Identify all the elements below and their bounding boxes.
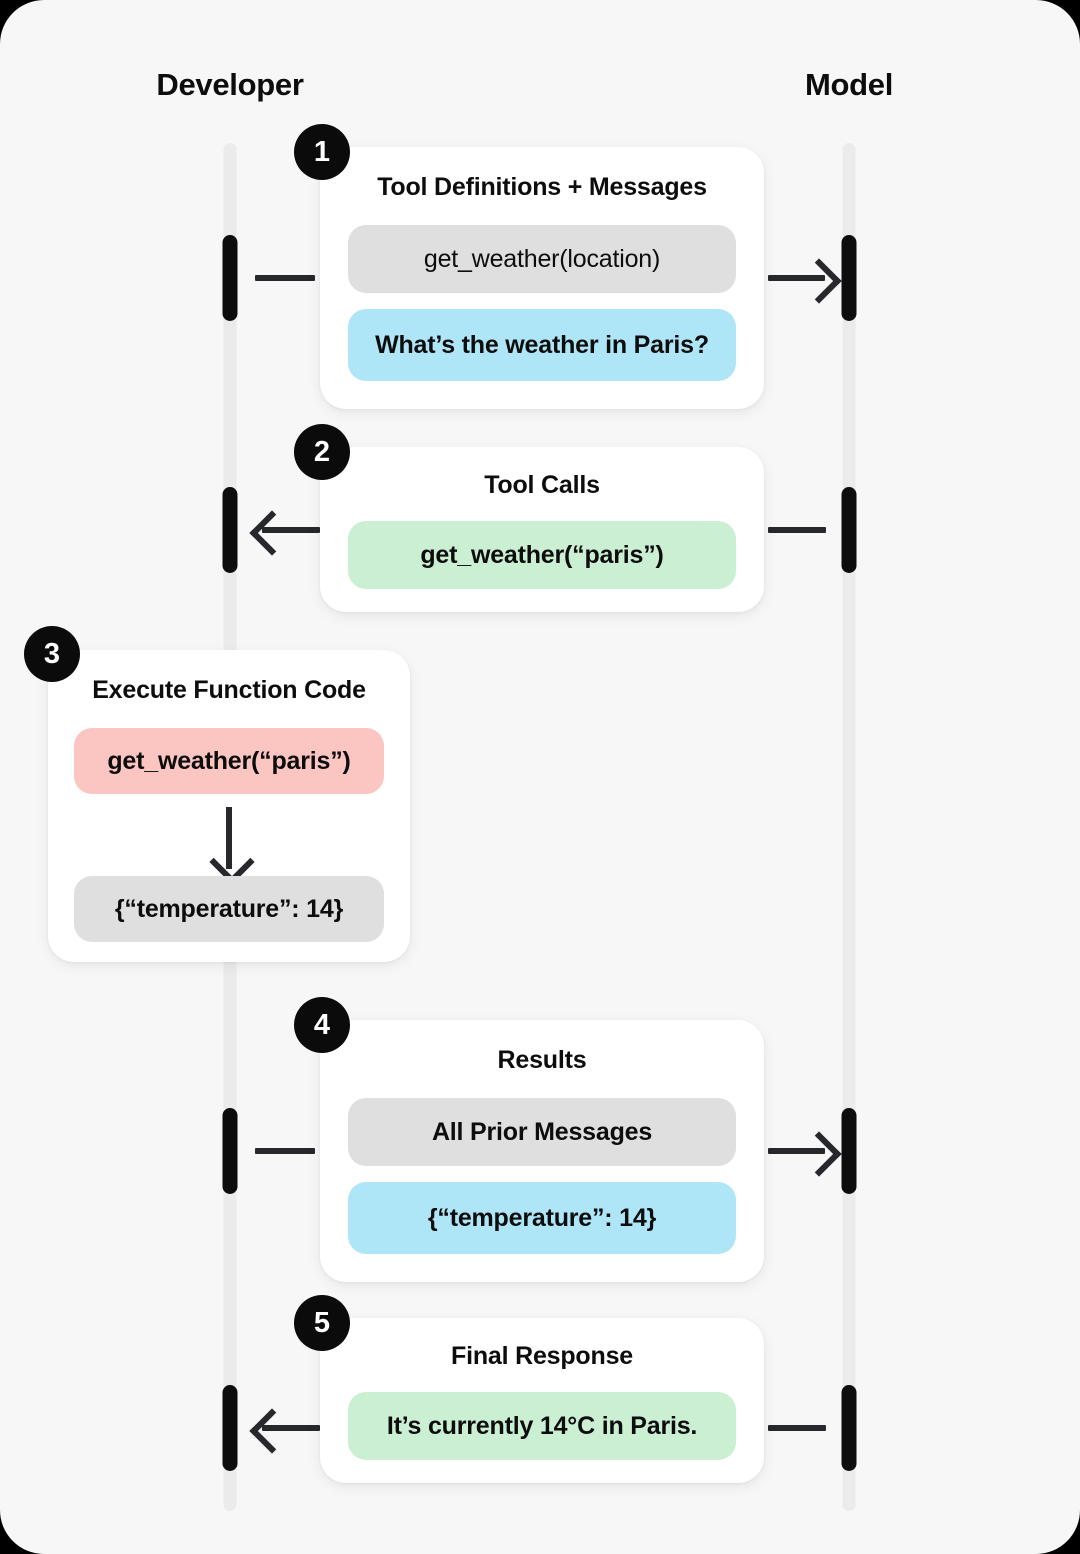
activation-developer-step-5 [222, 1385, 238, 1471]
arrow-line-step-2-right [768, 527, 826, 533]
arrow-line-step-5-right [768, 1425, 826, 1431]
activation-model-step-1 [841, 235, 857, 321]
activation-model-step-4 [841, 1108, 857, 1194]
step-3-pill-2: {“temperature”: 14} [74, 876, 384, 942]
arrow-line-step-4-right [768, 1148, 825, 1154]
step-1-pill-2: What’s the weather in Paris? [348, 309, 736, 381]
activation-developer-step-2 [222, 487, 238, 573]
step-badge-5: 5 [294, 1295, 350, 1351]
arrow-left-icon-step-2 [249, 510, 295, 556]
step-card-5: Final Response It’s currently 14°C in Pa… [320, 1318, 764, 1483]
step-5-title: Final Response [451, 1342, 633, 1370]
step-4-title: Results [497, 1046, 587, 1074]
arrow-line-step-1-right [768, 275, 825, 281]
arrow-right-icon-step-4 [796, 1131, 842, 1177]
step-3-title: Execute Function Code [92, 676, 366, 704]
arrow-line-step-5-left [262, 1425, 320, 1431]
step-card-3: Execute Function Code get_weather(“paris… [48, 650, 410, 962]
arrow-right-icon-step-1 [796, 258, 842, 304]
arrow-down-line-step-3 [226, 807, 232, 869]
step-badge-3: 3 [24, 626, 80, 682]
step-5-pill-1: It’s currently 14°C in Paris. [348, 1392, 736, 1460]
arrow-line-step-4-left [255, 1148, 315, 1154]
arrow-line-step-2-left [262, 527, 320, 533]
activation-model-step-5 [841, 1385, 857, 1471]
column-header-developer: Developer [156, 67, 304, 102]
step-2-pill-1: get_weather(“paris”) [348, 521, 736, 589]
arrow-line-step-1-left [255, 275, 315, 281]
arrow-left-icon-step-5 [249, 1408, 295, 1454]
step-badge-4: 4 [294, 997, 350, 1053]
step-card-2: Tool Calls get_weather(“paris”) [320, 447, 764, 612]
column-header-model: Model [804, 67, 894, 102]
step-badge-1: 1 [294, 124, 350, 180]
step-4-pill-2: {“temperature”: 14} [348, 1182, 736, 1254]
step-1-pill-1: get_weather(location) [348, 225, 736, 293]
step-badge-2: 2 [294, 424, 350, 480]
lifeline-model [842, 143, 856, 1511]
activation-developer-step-4 [222, 1108, 238, 1194]
activation-developer-step-1 [222, 235, 238, 321]
activation-model-step-2 [841, 487, 857, 573]
step-1-title: Tool Definitions + Messages [377, 173, 707, 201]
step-2-title: Tool Calls [484, 471, 600, 499]
step-4-pill-1: All Prior Messages [348, 1098, 736, 1166]
step-card-1: Tool Definitions + Messages get_weather(… [320, 147, 764, 409]
step-card-4: Results All Prior Messages {“temperature… [320, 1020, 764, 1282]
step-3-pill-1: get_weather(“paris”) [74, 728, 384, 794]
